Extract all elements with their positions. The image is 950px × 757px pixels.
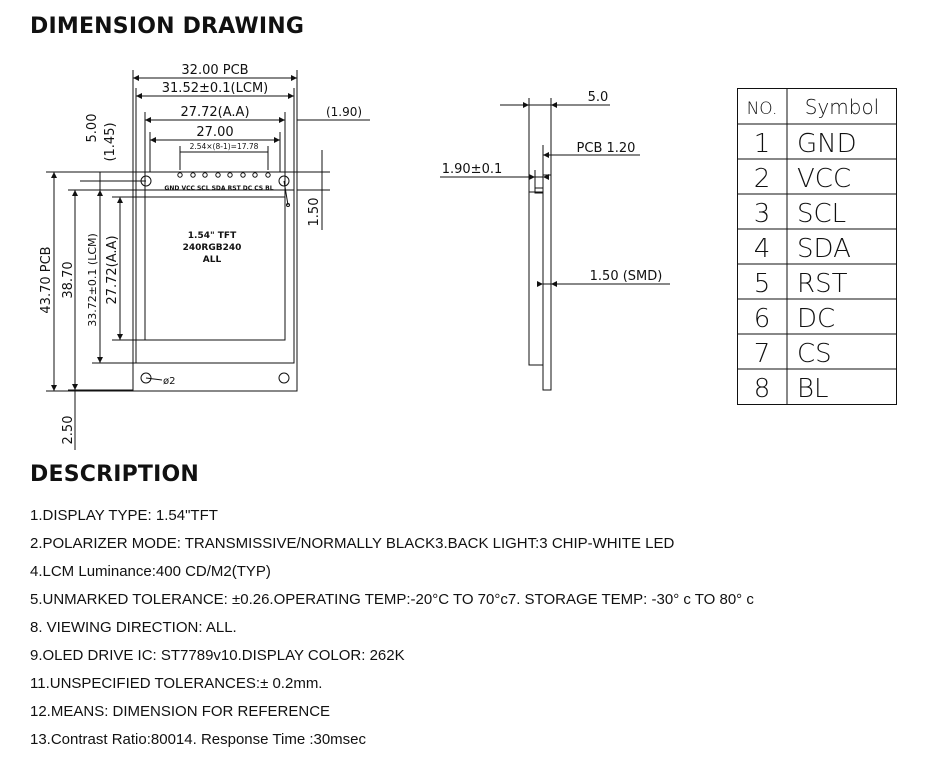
table-cell-no: 7	[754, 339, 771, 369]
dim-pcb: PCB 1.20	[577, 141, 636, 156]
pin-table: NO. Symbol 1 GND 2 VCC 3 SCL 4 SDA 5 RST…	[737, 88, 897, 405]
table-cell-no: 1	[754, 129, 771, 159]
dim-thickness: 5.0	[588, 90, 609, 105]
table-cell-symbol: CS	[797, 339, 832, 369]
description-item: 13.Contrast Ratio:80014. Response Time :…	[30, 731, 367, 748]
dim-pcb-height: 43.70 PCB	[39, 246, 54, 313]
dim-aa-height: 27.72(A.A)	[105, 235, 120, 304]
dim-lcm-width: 31.52±0.1(LCM)	[162, 81, 268, 96]
table-cell-symbol: GND	[797, 129, 857, 159]
table-cell-no: 8	[754, 374, 771, 404]
table-cell-symbol: SCL	[797, 199, 846, 229]
dim-pcb-width: 32.00 PCB	[181, 63, 248, 78]
description-item: 12.MEANS: DIMENSION FOR REFERENCE	[30, 703, 331, 720]
hole-label: ø2	[163, 376, 175, 387]
side-view-drawing: 5.0 PCB 1.20 1.90±0.1 1.50 (SMD)	[440, 90, 670, 391]
dim-bottom-250: 2.50	[61, 416, 76, 445]
pin-hole-7	[252, 172, 258, 178]
dim-top-5: 5.00	[85, 114, 100, 143]
pin-hole-8	[265, 172, 271, 178]
description-item: 8. VIEWING DIRECTION: ALL.	[30, 619, 237, 636]
description-item: 11.UNSPECIFIED TOLERANCES:± 0.2mm.	[30, 675, 323, 692]
table-cell-symbol: SDA	[797, 234, 851, 264]
screen-line-2: 240RGB240	[183, 243, 242, 253]
description-item: 9.OLED DRIVE IC: ST7789v10.DISPLAY COLOR…	[30, 647, 405, 664]
mounting-hole-bl	[140, 372, 152, 384]
description-item: 2.POLARIZER MODE: TRANSMISSIVE/NORMALLY …	[30, 535, 675, 552]
table-header-symbol: Symbol	[805, 95, 880, 119]
table-cell-no: 2	[754, 164, 771, 194]
table-cell-symbol: RST	[797, 269, 848, 299]
dim-right-gap: (1.90)	[326, 105, 362, 119]
pin-hole-6	[240, 172, 246, 178]
dimension-drawing-heading: DIMENSION DRAWING	[30, 14, 305, 39]
pin-labels: GND VCC SCL SDA RST DC CS BL	[164, 185, 273, 192]
description-item: 1.DISPLAY TYPE: 1.54"TFT	[30, 507, 218, 524]
table-cell-symbol: DC	[797, 304, 835, 334]
active-area	[144, 196, 286, 341]
dim-smd: 1.50 (SMD)	[590, 269, 663, 284]
pin-hole-3	[202, 172, 208, 178]
pin-hole-2	[190, 172, 196, 178]
table-cell-no: 6	[754, 304, 771, 334]
table-cell-no: 3	[754, 199, 771, 229]
screen-line-3: ALL	[203, 255, 222, 265]
dim-lcm-height: 33.72±0.1 (LCM)	[86, 233, 99, 327]
dim-27: 27.00	[196, 125, 233, 140]
dim-offset: 1.90±0.1	[442, 162, 503, 177]
table-cell-no: 5	[754, 269, 771, 299]
description-item: 5.UNMARKED TOLERANCE: ±0.26.OPERATING TE…	[30, 591, 754, 608]
description-list: 1.DISPLAY TYPE: 1.54"TFT 2.POLARIZER MOD…	[30, 502, 754, 754]
side-lcm	[528, 191, 544, 366]
dim-top-145: (1.45)	[103, 122, 118, 161]
dim-pin-pitch: 2.54×(8-1)=17.78	[190, 142, 259, 151]
pin-hole-4	[215, 172, 221, 178]
mounting-hole-tr	[278, 175, 290, 187]
pin-hole-1	[177, 172, 183, 178]
front-view-drawing: 32.00 PCB 31.52±0.1(LCM) 27.72(A.A) 27.0…	[39, 63, 370, 450]
side-pcb	[542, 174, 552, 391]
lcm-outline	[135, 189, 295, 364]
screen-line-1: 1.54" TFT	[188, 231, 237, 241]
dim-right-150: 1.50	[307, 198, 322, 227]
table-cell-no: 4	[754, 234, 771, 264]
dim-aa-width: 27.72(A.A)	[180, 105, 249, 120]
table-header-no: NO.	[747, 99, 778, 119]
table-cell-symbol: VCC	[797, 164, 851, 194]
pin-hole-5	[227, 172, 233, 178]
dim-3870: 38.70	[61, 261, 76, 298]
table-cell-symbol: BL	[797, 374, 829, 404]
description-item: 4.LCM Luminance:400 CD/M2(TYP)	[30, 563, 271, 580]
pcb-outline	[132, 171, 298, 392]
mounting-hole-br	[278, 372, 290, 384]
description-heading: DESCRIPTION	[30, 462, 200, 487]
